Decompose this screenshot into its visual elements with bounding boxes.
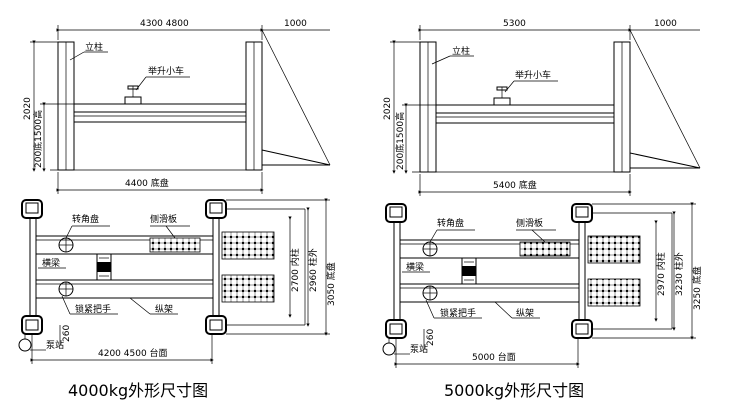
left-dim-260: 260 [62, 325, 72, 342]
left-dim-top-right: 1000 [284, 19, 307, 29]
right-drawing: 5300 1000 2020 200底1500高 立柱 举升小车 [382, 19, 703, 400]
left-runway-top [35, 235, 214, 255]
right-label-column: 立柱 [452, 45, 470, 57]
right-dim-inner: 2970 内柱 [655, 252, 667, 296]
left-dim-chassis: 3050 底盘 [325, 262, 337, 306]
right-dim-top-right: 1000 [654, 19, 677, 29]
left-label-pump: 泵站 [46, 339, 64, 351]
left-label-column: 立柱 [85, 41, 103, 53]
right-pump-icon [382, 342, 396, 356]
right-dim-outer: 3230 柱外 [673, 252, 685, 296]
left-label-sideslip: 侧滑板 [150, 213, 177, 225]
right-dim-chassis: 3250 底盘 [691, 266, 703, 310]
left-sideslip-plate [149, 237, 201, 253]
right-label-lock: 锁紧把手 [440, 307, 476, 319]
left-post-bl [21, 315, 43, 335]
right-post-bl [385, 319, 407, 339]
left-dim-height: 2020 [23, 97, 33, 120]
left-label-crossbeam: 横梁 [42, 257, 60, 269]
left-lift-trolley [124, 96, 142, 105]
left-runway-bottom [35, 279, 214, 299]
right-dim-height2: 200底1500高 [394, 112, 406, 170]
left-dim-inner: 2700 内柱 [289, 248, 301, 292]
left-post-tl [21, 199, 43, 219]
left-post-br [205, 315, 227, 335]
left-plate-2 [221, 274, 275, 303]
right-dim-base: 5400 底盘 [493, 179, 537, 191]
right-runway-top [399, 239, 580, 259]
left-dim-outer: 2960 柱外 [307, 248, 319, 292]
left-dim-bottom: 4200 4500 台面 [98, 347, 168, 359]
right-label-turntable: 转角盘 [437, 217, 464, 229]
left-caption: 4000kg外形尺寸图 [68, 381, 208, 400]
left-pump-icon [18, 338, 32, 352]
left-dim-height2: 200底1500高 [32, 110, 44, 168]
left-label-trolley: 举升小车 [148, 65, 184, 77]
left-dim-top: 4300 4800 [140, 19, 189, 29]
right-lift-trolley [493, 97, 511, 106]
left-drawing: 4300 4800 1000 2020 200底150 [18, 19, 337, 400]
right-label-trolley: 举升小车 [515, 69, 551, 81]
right-label-pump: 泵站 [410, 343, 428, 355]
left-label-lock: 锁紧把手 [75, 303, 111, 315]
right-sideslip-plate [519, 241, 571, 257]
left-side-view: 4300 4800 1000 2020 200底150 [23, 19, 331, 194]
right-dim-top: 5300 [503, 19, 526, 29]
right-runway-bottom [399, 283, 580, 303]
left-plan-view: 转角盘 侧滑板 横梁 锁紧把手 纵架 泵站 260 4200 4500 台面 [18, 198, 337, 364]
left-label-turntable: 转角盘 [72, 213, 99, 225]
right-ramp [629, 152, 701, 169]
right-dim-bottom: 5000 台面 [472, 351, 516, 363]
left-ramp [261, 149, 331, 166]
right-caption: 5000kg外形尺寸图 [444, 381, 584, 400]
right-post-br [571, 319, 593, 339]
right-plan-view: 转角盘 侧滑板 横梁 锁紧把手 纵架 泵站 260 5000 台面 2970 内… [382, 202, 703, 368]
right-plate-2 [587, 278, 641, 307]
left-label-longbeam: 纵架 [155, 304, 173, 315]
right-dim-height: 2020 [383, 97, 393, 120]
right-label-crossbeam: 横梁 [406, 261, 424, 273]
left-dim-base: 4400 底盘 [125, 177, 169, 189]
right-dim-260: 260 [426, 329, 436, 346]
right-label-sideslip: 侧滑板 [516, 217, 543, 229]
right-side-view: 5300 1000 2020 200底1500高 立柱 举升小车 [383, 19, 701, 196]
right-label-longbeam: 纵架 [516, 308, 534, 319]
right-post-tl [385, 203, 407, 223]
right-plate-1 [587, 235, 641, 264]
left-plate-1 [221, 231, 275, 260]
